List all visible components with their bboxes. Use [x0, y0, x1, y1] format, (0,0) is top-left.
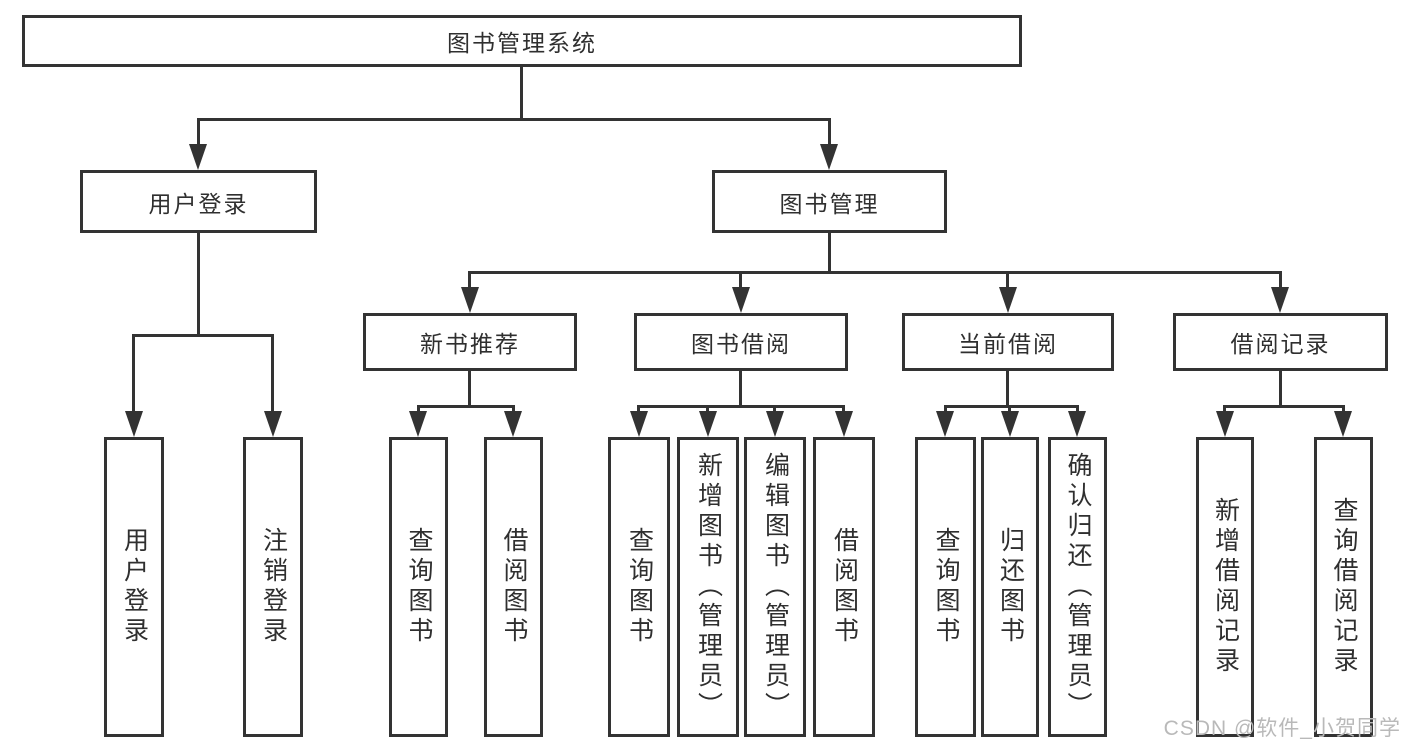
arrow-down-icon: [766, 411, 784, 437]
node-root-label: 图书管理系统: [447, 30, 597, 56]
connector-drop: [706, 405, 709, 411]
leaf-borrow-add-books: 新增图书（管理员）: [677, 437, 739, 737]
node-book-management-label: 图书管理: [779, 190, 880, 217]
leaf-logout-label: 注销登录: [259, 527, 288, 647]
leaf-current-query-books: 查询图书: [915, 437, 976, 737]
connector-root-stem: [520, 67, 523, 118]
arrow-down-icon: [630, 411, 648, 437]
leaf-records-add-record: 新增借阅记录: [1196, 437, 1254, 737]
node-book-management: 图书管理: [712, 170, 947, 233]
leaf-current-query-books-label: 查询图书: [932, 527, 960, 647]
connector-user-login-rail: [132, 334, 274, 337]
connector-drop: [773, 405, 776, 411]
connector-borrow-records-stem: [1279, 371, 1282, 405]
arrow-down-icon: [1068, 411, 1086, 437]
connector-level2-rail: [197, 118, 831, 121]
connector-current-borrow-stem: [1006, 371, 1009, 405]
node-user-login: 用户登录: [80, 170, 317, 233]
connector-drop-leaf-user-login: [132, 334, 135, 411]
connector-drop-new-books: [468, 274, 471, 287]
arrow-down-icon: [999, 287, 1017, 313]
connector-book-borrow-rail: [637, 405, 845, 408]
node-borrow-records: 借阅记录: [1173, 313, 1388, 371]
connector-drop: [637, 405, 640, 411]
connector-drop-book-borrow: [739, 274, 742, 287]
leaf-newbooks-borrow-books: 借阅图书: [484, 437, 543, 737]
node-current-borrow: 当前借阅: [902, 313, 1114, 371]
connector-new-books-rail: [417, 405, 515, 408]
arrow-down-icon: [1271, 287, 1289, 313]
node-new-book-recommend-label: 新书推荐: [420, 331, 520, 357]
arrow-down-icon: [1216, 411, 1234, 437]
leaf-user-login: 用户登录: [104, 437, 164, 737]
connector-new-books-stem: [468, 371, 471, 405]
leaf-newbooks-query-books-label: 查询图书: [405, 527, 433, 647]
connector-user-login-stem: [197, 233, 200, 334]
arrow-down-icon: [264, 411, 282, 437]
node-new-book-recommend: 新书推荐: [363, 313, 577, 371]
arrow-down-icon: [835, 411, 853, 437]
connector-current-borrow-rail: [944, 405, 1079, 408]
node-current-borrow-label: 当前借阅: [958, 331, 1058, 357]
arrow-down-icon: [732, 287, 750, 313]
node-book-borrow: 图书借阅: [634, 313, 848, 371]
leaf-borrow-borrow-books: 借阅图书: [813, 437, 875, 737]
connector-drop: [842, 405, 845, 411]
leaf-borrow-query-books: 查询图书: [608, 437, 670, 737]
node-book-borrow-label: 图书借阅: [691, 331, 791, 357]
leaf-borrow-query-books-label: 查询图书: [625, 527, 654, 647]
leaf-newbooks-query-books: 查询图书: [389, 437, 448, 737]
leaf-borrow-edit-books-label: 编辑图书（管理员）: [761, 452, 790, 722]
leaf-borrow-add-books-label: 新增图书（管理员）: [694, 452, 723, 722]
connector-drop-book-mgmt: [828, 121, 831, 144]
leaf-borrow-borrow-books-label: 借阅图书: [830, 527, 859, 647]
connector-drop: [512, 405, 515, 411]
leaf-current-return-books-label: 归还图书: [996, 527, 1025, 647]
connector-drop: [1008, 405, 1011, 411]
arrow-down-icon: [189, 144, 207, 170]
leaf-newbooks-borrow-books-label: 借阅图书: [500, 527, 528, 647]
arrow-down-icon: [936, 411, 954, 437]
node-root: 图书管理系统: [22, 15, 1022, 67]
leaf-logout: 注销登录: [243, 437, 303, 737]
arrow-down-icon: [125, 411, 143, 437]
arrow-down-icon: [820, 144, 838, 170]
connector-drop-leaf-logout: [271, 334, 274, 411]
connector-level3-rail: [468, 271, 1282, 274]
arrow-down-icon: [1334, 411, 1352, 437]
csdn-watermark: CSDN @软件_小贺同学: [1163, 717, 1401, 740]
connector-drop-borrow-records: [1279, 274, 1282, 287]
leaf-current-confirm-return-label: 确认归还（管理员）: [1064, 452, 1092, 722]
connector-drop: [417, 405, 420, 411]
arrow-down-icon: [504, 411, 522, 437]
leaf-borrow-edit-books: 编辑图书（管理员）: [744, 437, 806, 737]
connector-book-mgmt-stem: [828, 233, 831, 271]
arrow-down-icon: [409, 411, 427, 437]
node-user-login-label: 用户登录: [148, 190, 249, 217]
connector-book-borrow-stem: [739, 371, 742, 405]
leaf-user-login-label: 用户登录: [120, 527, 149, 647]
connector-drop: [1342, 405, 1345, 411]
connector-drop-user-login: [197, 121, 200, 144]
connector-drop: [1223, 405, 1226, 411]
connector-borrow-records-rail: [1223, 405, 1345, 408]
connector-drop: [944, 405, 947, 411]
arrow-down-icon: [1001, 411, 1019, 437]
connector-drop-current-borrow: [1006, 274, 1009, 287]
node-borrow-records-label: 借阅记录: [1230, 331, 1331, 357]
leaf-current-confirm-return: 确认归还（管理员）: [1048, 437, 1107, 737]
arrow-down-icon: [699, 411, 717, 437]
leaf-current-return-books: 归还图书: [981, 437, 1039, 737]
leaf-records-add-record-label: 新增借阅记录: [1211, 497, 1240, 677]
leaf-records-query-record: 查询借阅记录: [1314, 437, 1373, 737]
arrow-down-icon: [461, 287, 479, 313]
leaf-records-query-record-label: 查询借阅记录: [1330, 497, 1358, 677]
connector-drop: [1076, 405, 1079, 411]
